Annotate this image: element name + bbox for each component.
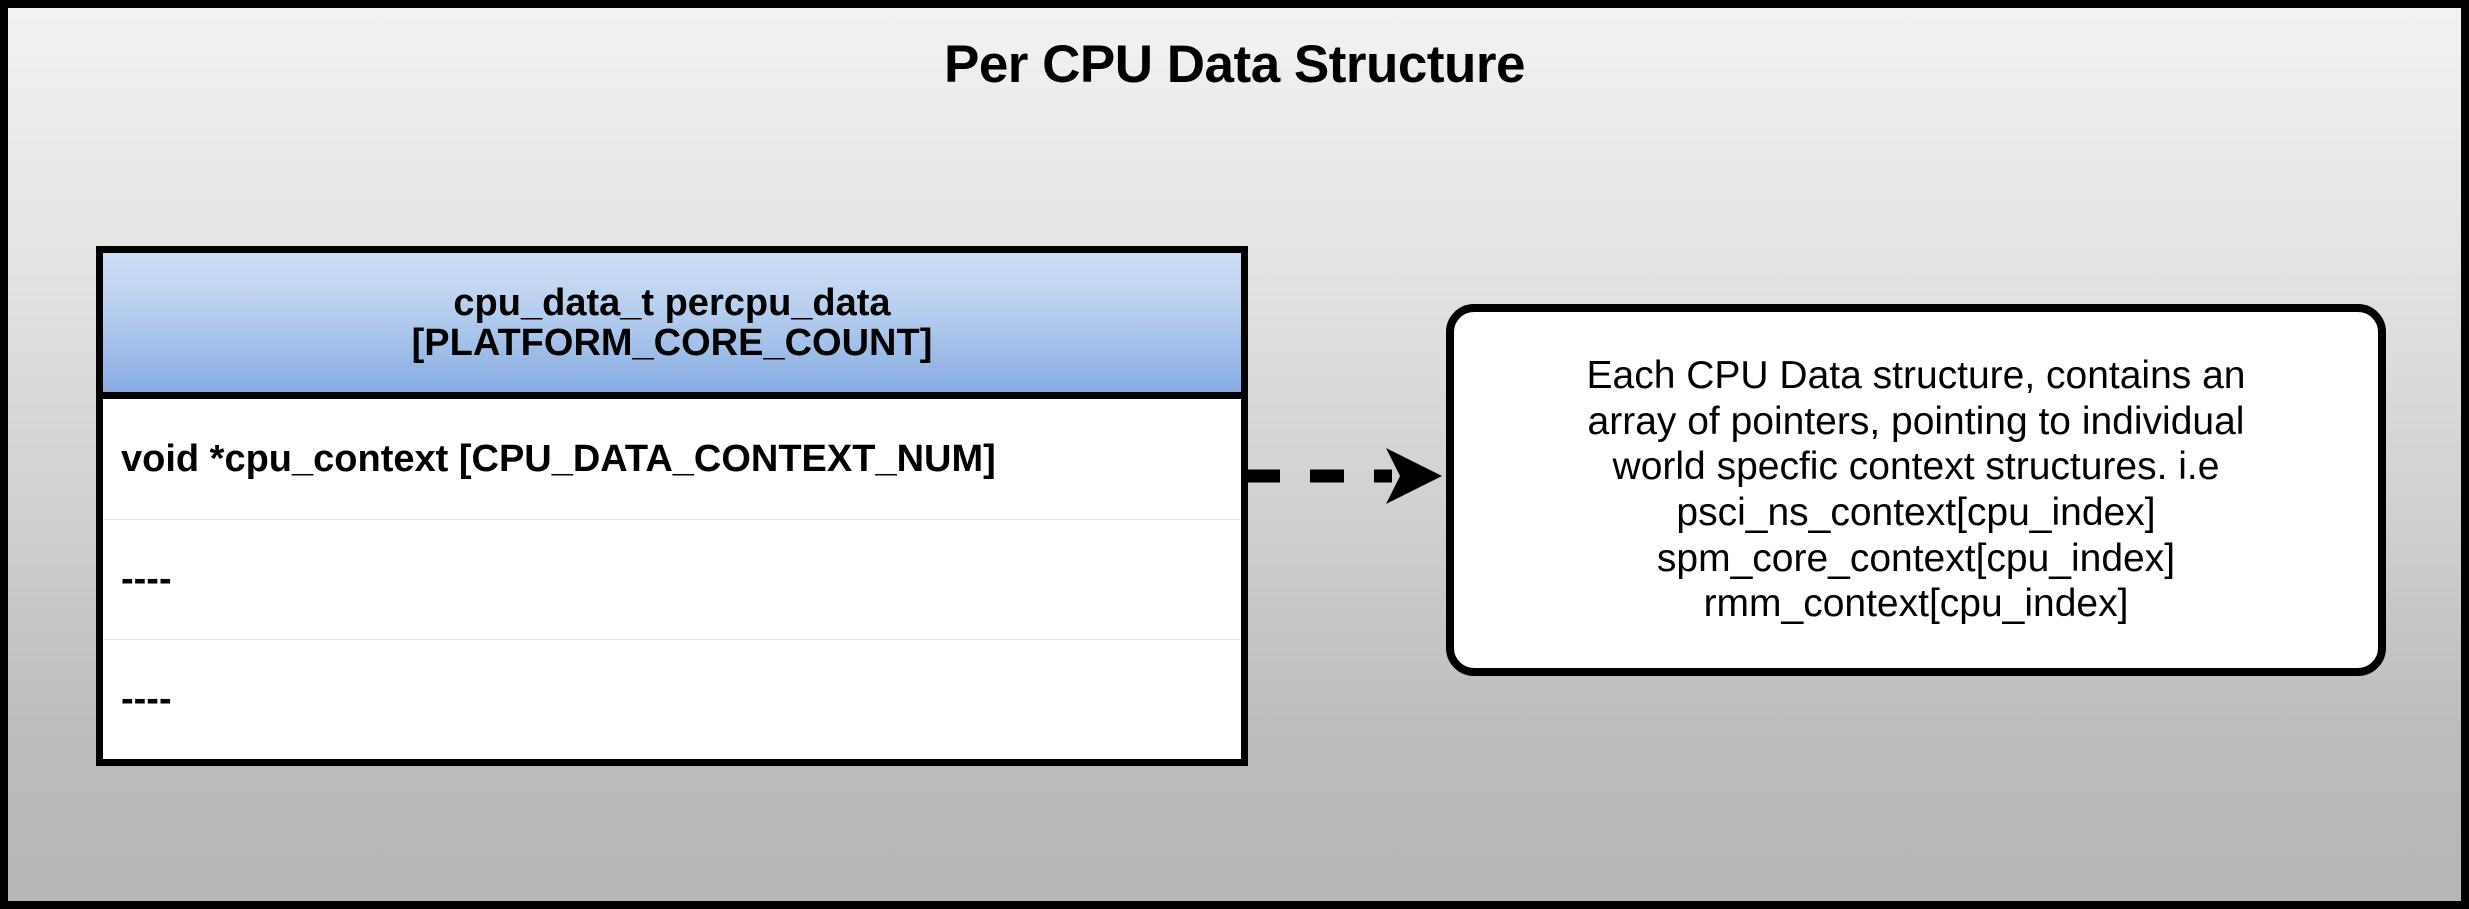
callout-line-6: rmm_context[cpu_index] [1703, 582, 2129, 626]
callout-line-5: spm_core_context[cpu_index] [1656, 536, 2176, 580]
callout-line-4: psci_ns_context[cpu_index] [1676, 491, 2156, 534]
callout-note: Each CPU Data structure, contains an arr… [1446, 304, 2386, 676]
dashed-arrow-connector [1246, 444, 1446, 508]
struct-table-header: cpu_data_t percpu_data [PLATFORM_CORE_CO… [103, 253, 1241, 399]
table-row: void *cpu_context [CPU_DATA_CONTEXT_NUM] [103, 399, 1241, 519]
callout-line-3: world specfic context structures. i.e [1612, 445, 2220, 489]
struct-header-line-1: cpu_data_t percpu_data [453, 281, 891, 324]
percpu-data-struct-table: cpu_data_t percpu_data [PLATFORM_CORE_CO… [96, 246, 1248, 766]
table-row: ---- [103, 519, 1241, 639]
page-title: Per CPU Data Structure [943, 35, 1526, 94]
table-row: ---- [103, 639, 1241, 759]
dashed-arrow-icon [1246, 448, 1442, 504]
struct-header-line-2: [PLATFORM_CORE_COUNT] [411, 321, 933, 364]
callout-line-1: Each CPU Data structure, contains an [1586, 354, 2246, 398]
callout-line-2: array of pointers, pointing to individua… [1587, 399, 2245, 443]
